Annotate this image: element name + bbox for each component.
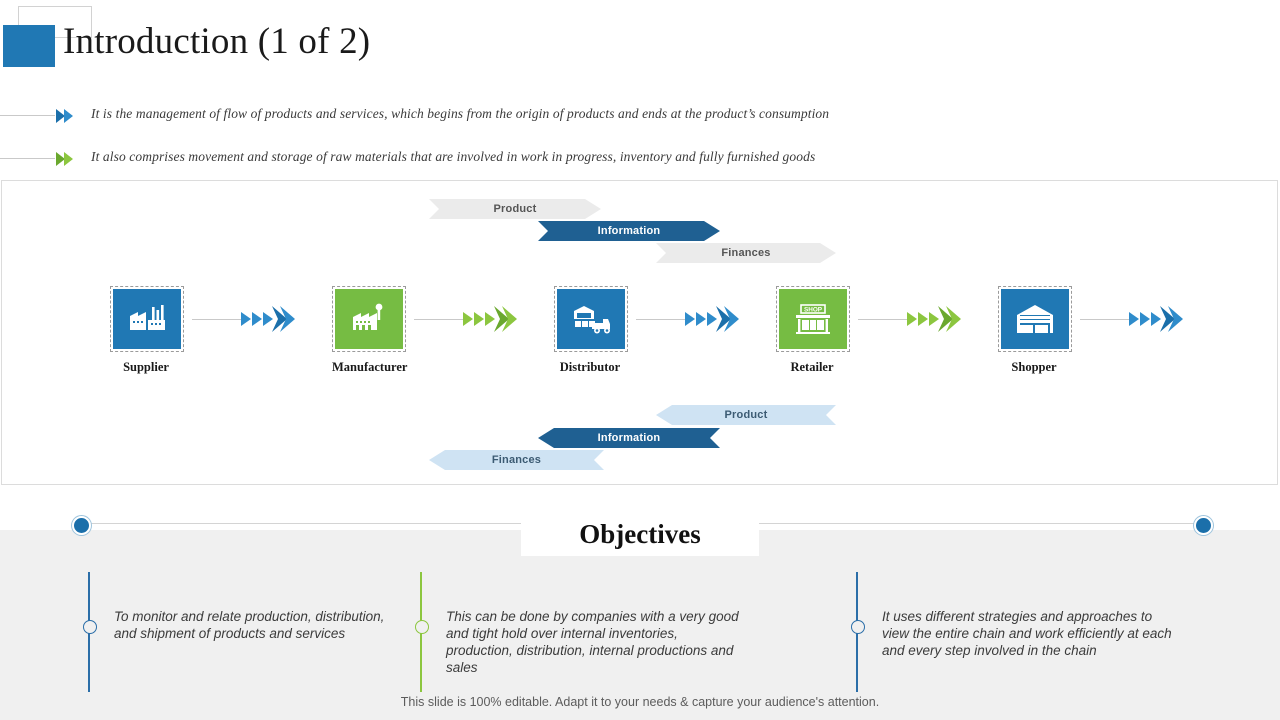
flow-arrow-finances-bottom: Finances — [429, 450, 604, 470]
objective-text: It uses different strategies and approac… — [882, 609, 1172, 658]
flow-arrow-label: Product — [493, 203, 537, 215]
node-supplier[interactable]: Supplier — [110, 286, 184, 375]
connector-line — [192, 319, 247, 320]
bullet-leader-line — [0, 115, 55, 116]
title-accent-square — [3, 25, 55, 67]
supply-chain-diagram-panel: Product Information Finances Product Inf… — [1, 180, 1278, 485]
chevron-arrow-group-icon — [905, 302, 961, 336]
bullet-leader-line — [0, 158, 55, 159]
connector-line — [858, 319, 913, 320]
node-box — [332, 286, 406, 352]
node-retailer[interactable]: SHOP Retailer — [776, 286, 850, 375]
page-title: Introduction (1 of 2) — [63, 21, 371, 62]
objectives-band — [0, 530, 1280, 720]
node-label: Manufacturer — [332, 360, 408, 374]
chevron-arrow-group-icon — [1127, 302, 1183, 336]
flow-arrow-product-bottom: Product — [656, 405, 836, 425]
flow-arrow-product-top: Product — [429, 199, 601, 219]
node-box — [110, 286, 184, 352]
node-label: Shopper — [1011, 360, 1057, 374]
chevron-arrow-group-icon — [461, 302, 517, 336]
flow-arrow-information-bottom: Information — [538, 428, 720, 448]
objective-text: To monitor and relate production, distri… — [114, 609, 385, 641]
connector-shopper-end — [1080, 302, 1183, 336]
flow-arrow-finances-top: Finances — [656, 243, 836, 263]
double-chevron-icon — [54, 147, 78, 171]
node-label: Retailer — [790, 360, 834, 374]
warehouse-truck-icon — [557, 289, 625, 349]
objectives-title: Objectives — [579, 518, 701, 549]
node-manufacturer[interactable]: Manufacturer — [332, 286, 408, 375]
bullet-text: It is the management of flow of products… — [91, 106, 830, 121]
shop-storefront-icon: SHOP — [779, 289, 847, 349]
bullet-row: It is the management of flow of products… — [0, 104, 1280, 128]
double-chevron-icon — [54, 104, 78, 128]
chevron-arrow-group-icon — [683, 302, 739, 336]
flow-arrow-label: Finances — [491, 454, 542, 466]
flow-arrow-label: Product — [724, 409, 768, 421]
bullet-row: It also comprises movement and storage o… — [0, 147, 1280, 171]
objective-text: This can be done by companies with a ver… — [446, 609, 739, 675]
node-box — [554, 286, 628, 352]
objectives-rule-right — [710, 523, 1202, 524]
node-box: SHOP — [776, 286, 850, 352]
node-box — [998, 286, 1072, 352]
connector-supplier-manufacturer — [192, 302, 295, 336]
node-distributor[interactable]: Distributor — [554, 286, 628, 375]
flow-arrow-label: Finances — [721, 247, 771, 259]
objectives-endpoint-dot-right — [1194, 516, 1213, 535]
connector-manufacturer-distributor — [414, 302, 517, 336]
node-shopper[interactable]: Shopper — [998, 286, 1072, 375]
connector-line — [1080, 319, 1135, 320]
factory-icon — [113, 289, 181, 349]
factory-plant-icon — [335, 289, 403, 349]
footer-note: This slide is 100% editable. Adapt it to… — [400, 695, 880, 709]
objectives-endpoint-dot-left — [72, 516, 91, 535]
flow-arrow-label: Information — [597, 432, 661, 444]
bullet-text: It also comprises movement and storage o… — [91, 149, 816, 164]
flow-arrow-label: Information — [597, 225, 661, 237]
objectives-title-box: Objectives — [521, 512, 759, 556]
svg-text:SHOP: SHOP — [804, 306, 823, 313]
node-label: Distributor — [559, 360, 621, 374]
connector-retailer-shopper — [858, 302, 961, 336]
objective-node-circle — [415, 620, 429, 634]
chevron-arrow-group-icon — [239, 302, 295, 336]
connector-line — [414, 319, 469, 320]
objective-node-circle — [851, 620, 865, 634]
node-label: Supplier — [123, 360, 169, 374]
connector-distributor-retailer — [636, 302, 739, 336]
store-building-icon — [1001, 289, 1069, 349]
flow-arrow-information-top: Information — [538, 221, 720, 241]
objective-node-circle — [83, 620, 97, 634]
connector-line — [636, 319, 691, 320]
objectives-rule-left — [80, 523, 570, 524]
